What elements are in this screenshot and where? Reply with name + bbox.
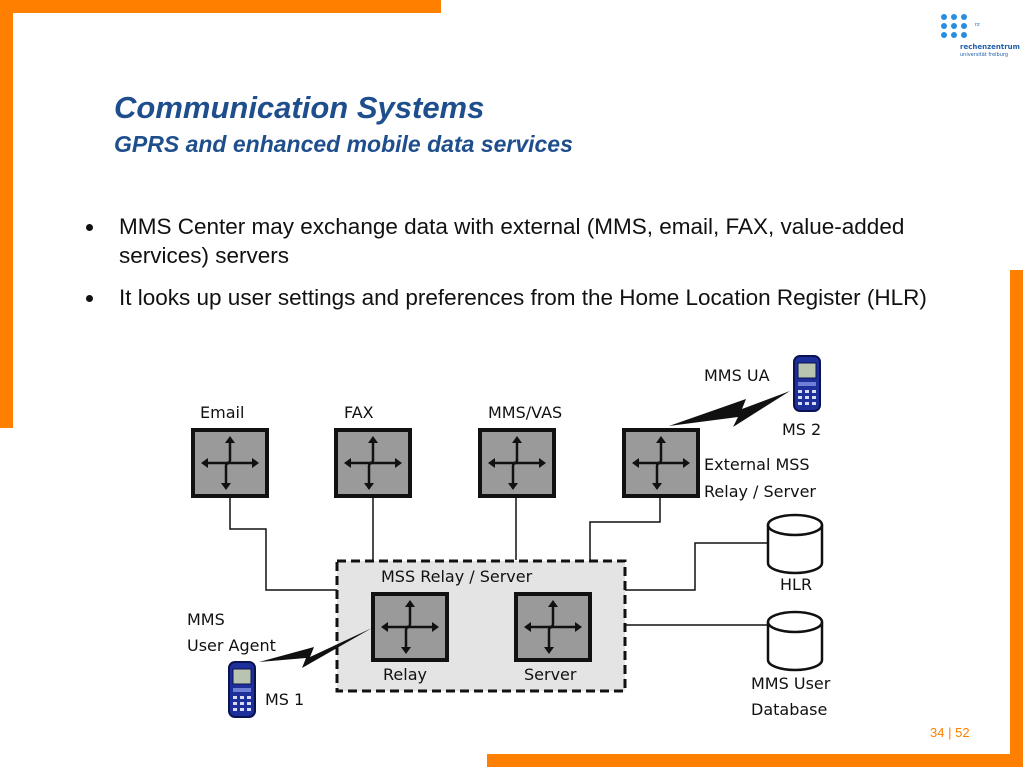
fax-label: FAX <box>344 403 374 422</box>
logo-small-text: rz <box>975 22 980 28</box>
mms-user-db-label-line1: MMS User <box>751 674 831 693</box>
page-total: 52 <box>955 725 970 740</box>
top-orange-bar <box>0 0 441 13</box>
external-mss-label-line1: External MSS <box>704 455 810 474</box>
external-mss-label-line2: Relay / Server <box>704 482 816 501</box>
hlr-label: HLR <box>780 575 812 594</box>
left-orange-bar <box>0 0 13 428</box>
wireless-link-ms1 <box>259 628 372 668</box>
ms2-label: MS 2 <box>782 420 821 439</box>
wireless-link-ms2 <box>669 391 790 427</box>
mss-relay-server-label: MSS Relay / Server <box>381 567 533 586</box>
right-orange-bar <box>1010 270 1023 767</box>
page-current: 34 <box>930 725 945 740</box>
relay-label: Relay <box>383 665 427 684</box>
slide-title: Communication Systems <box>114 90 485 125</box>
bottom-orange-bar <box>487 754 1023 767</box>
logo-name: rechenzentrum <box>960 43 1020 51</box>
relay-node <box>371 592 449 662</box>
server-label: Server <box>524 665 577 684</box>
mobile-phone-ms2-icon <box>793 355 821 412</box>
slide-subtitle: GPRS and enhanced mobile data services <box>114 131 573 157</box>
mms-user-db-label-line2: Database <box>751 700 827 719</box>
connector-lines <box>229 497 767 626</box>
bullet-item: MMS Center may exchange data with extern… <box>86 212 966 270</box>
fax-server-node <box>334 428 412 498</box>
mms-ua-label: MMS UA <box>704 366 770 385</box>
email-server-node <box>191 428 269 498</box>
bullet-list: MMS Center may exchange data with extern… <box>86 212 966 325</box>
mms-user-database-icon <box>766 610 824 672</box>
email-label: Email <box>200 403 244 422</box>
hlr-database-icon <box>766 513 824 575</box>
mms-vas-server-node <box>478 428 556 498</box>
mobile-phone-ms1-icon <box>228 661 256 718</box>
logo-subname: universität freiburg <box>960 52 1009 58</box>
mms-agent-label-line1: MMS <box>187 610 225 629</box>
bullet-item: It looks up user settings and preference… <box>86 283 966 312</box>
ms1-label: MS 1 <box>265 690 304 709</box>
external-mss-node <box>622 428 700 498</box>
page-number: 34 | 52 <box>930 725 970 740</box>
mms-agent-label-line2: User Agent <box>187 636 276 655</box>
university-logo: rz rechenzentrum universität freiburg <box>938 12 1020 62</box>
page-separator: | <box>948 725 952 740</box>
mms-vas-label: MMS/VAS <box>488 403 562 422</box>
server-node <box>514 592 592 662</box>
